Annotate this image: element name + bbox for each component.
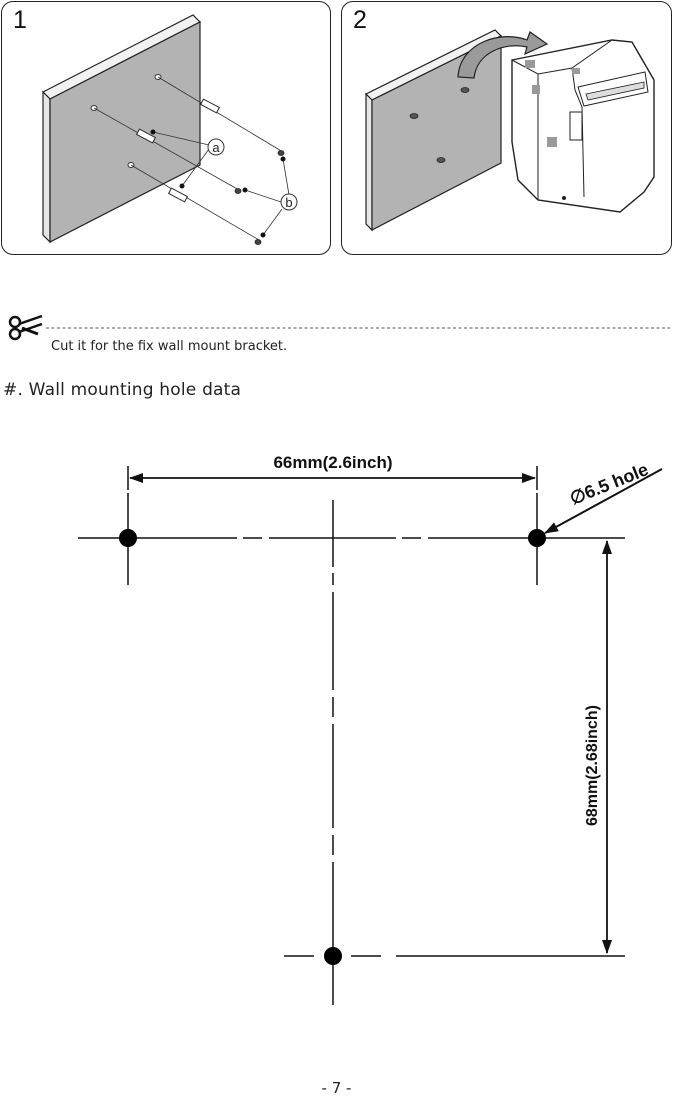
callout-label-b: b — [285, 195, 292, 210]
hole-size-label: ∅6.5 hole — [567, 459, 651, 509]
install-step-1-panel: 1 — [1, 1, 331, 255]
horizontal-dimension-label: 66mm(2.6inch) — [273, 453, 392, 472]
vertical-dimension-label: 68mm(2.68inch) — [584, 705, 601, 826]
install-step-2-panel: 2 — [341, 1, 672, 255]
printer-hanging-illustration — [364, 29, 655, 232]
scissors-icon — [8, 314, 43, 341]
cut-line — [8, 314, 671, 341]
wall-anchor-illustration: a b — [41, 14, 298, 245]
cut-instruction: Cut it for the fix wall mount bracket. — [51, 339, 288, 354]
section-title: #. Wall mounting hole data — [3, 380, 242, 400]
step-number: 1 — [13, 6, 27, 34]
mounting-hole-top-left — [119, 529, 137, 547]
mounting-hole-bottom — [324, 947, 342, 965]
mounting-hole-drawing: 66mm(2.6inch) ∅6.5 hole 68mm(2.68inch) — [78, 453, 663, 1005]
callout-label-a: a — [212, 140, 220, 155]
mounting-hole-top-right — [528, 529, 546, 547]
page-number: - 7 - — [321, 1079, 352, 1097]
hole-leader-line — [544, 468, 663, 534]
step-number: 2 — [353, 6, 367, 34]
